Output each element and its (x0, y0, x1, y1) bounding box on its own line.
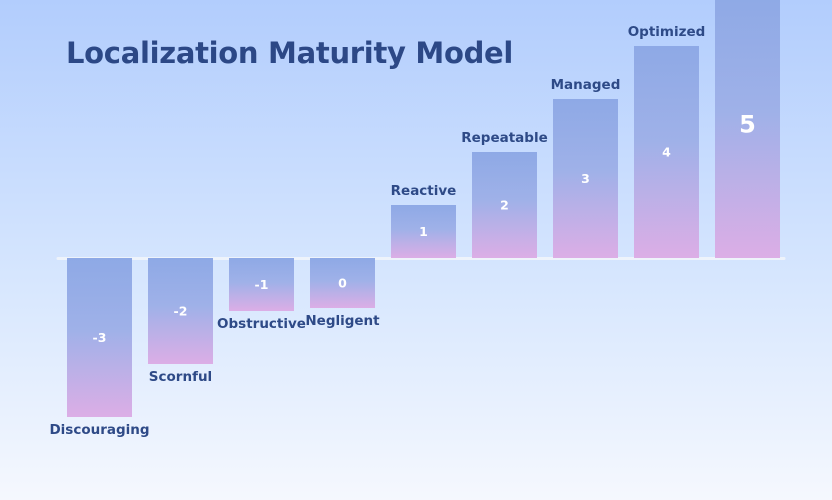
value-label: 0 (338, 276, 347, 291)
bar-optimized (634, 46, 699, 258)
category-label: Negligent (305, 313, 380, 329)
value-label: 1 (419, 224, 428, 239)
bar-reactive (391, 205, 456, 258)
bar-discouraging (67, 258, 132, 417)
bar-obstructive (229, 258, 294, 311)
category-label: Reactive (391, 183, 457, 199)
value-label: 5 (739, 111, 756, 139)
chart-title: Localization Maturity Model (66, 36, 514, 70)
value-label: 2 (500, 198, 509, 213)
value-label: -2 (174, 304, 188, 319)
category-label: Managed (551, 77, 621, 93)
value-label: 3 (581, 171, 590, 186)
category-label: Optimized (628, 24, 706, 40)
value-label: -1 (255, 277, 269, 292)
bar-managed (553, 99, 618, 258)
category-label: Repeatable (461, 130, 548, 146)
category-label: Obstructive (217, 316, 306, 332)
value-label: 4 (662, 145, 671, 160)
category-label: Scornful (149, 369, 212, 385)
value-label: -3 (93, 330, 107, 345)
bar-transparent (715, 0, 780, 258)
bar-negligent (310, 258, 375, 308)
bar-scornful (148, 258, 213, 364)
bar-repeatable (472, 152, 537, 258)
category-label: Discouraging (49, 422, 149, 438)
